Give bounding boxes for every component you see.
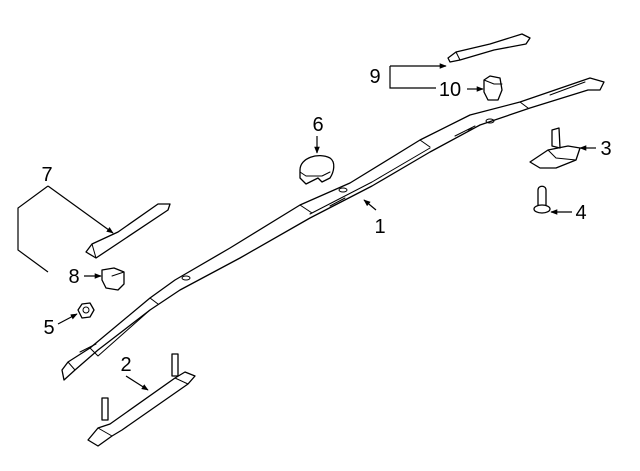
callout-1: 1 xyxy=(374,216,385,238)
bracket-9-10 xyxy=(389,66,436,89)
leader-lines xyxy=(17,63,596,391)
leader-1 xyxy=(363,199,377,211)
front-cover-part xyxy=(85,203,171,259)
callout-4: 4 xyxy=(575,202,586,224)
nut-part xyxy=(77,302,95,319)
callout-6: 6 xyxy=(312,114,323,136)
callout-5: 5 xyxy=(43,317,54,339)
leader-5 xyxy=(57,313,78,325)
front-bracket-part xyxy=(87,353,196,447)
rear-clip-part xyxy=(483,75,503,101)
rear-cover-part xyxy=(447,33,531,63)
callout-8: 8 xyxy=(68,266,79,288)
callout-3: 3 xyxy=(600,138,611,160)
end-cap-part xyxy=(299,155,335,185)
callout-9: 9 xyxy=(369,66,380,88)
leader-2 xyxy=(125,375,149,391)
front-clip-part xyxy=(101,267,125,291)
callout-10: 10 xyxy=(439,79,461,101)
roof-rail-part xyxy=(61,77,605,381)
rear-bracket-part xyxy=(529,127,581,169)
screw-part xyxy=(533,185,551,214)
callout-2: 2 xyxy=(120,354,131,376)
callout-7: 7 xyxy=(41,164,52,186)
bracket-7 xyxy=(17,185,49,273)
leader-7 xyxy=(47,185,114,234)
